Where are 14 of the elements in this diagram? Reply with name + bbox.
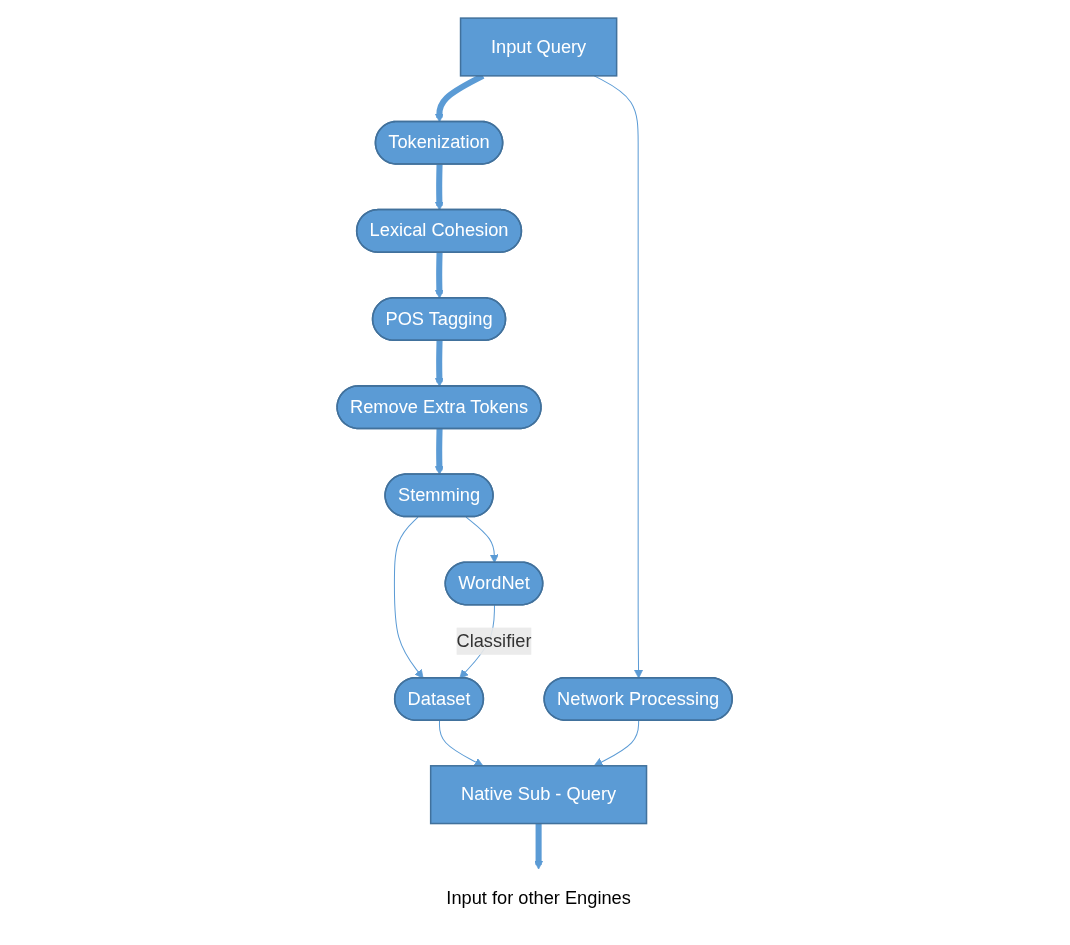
arrow <box>465 516 500 564</box>
arrow <box>394 516 424 679</box>
arrow <box>594 75 644 679</box>
arrow <box>534 823 544 870</box>
node-box: Input Query <box>460 17 618 77</box>
arrow <box>435 164 445 211</box>
arrow <box>435 340 445 387</box>
arrow <box>435 252 445 299</box>
edge-label: Classifier <box>456 630 532 651</box>
node-text: Input for other Engines <box>446 887 632 908</box>
node-box: Native Sub - Query <box>430 765 648 825</box>
arrow <box>439 720 484 767</box>
arrow <box>435 428 445 475</box>
arrow <box>594 720 640 767</box>
